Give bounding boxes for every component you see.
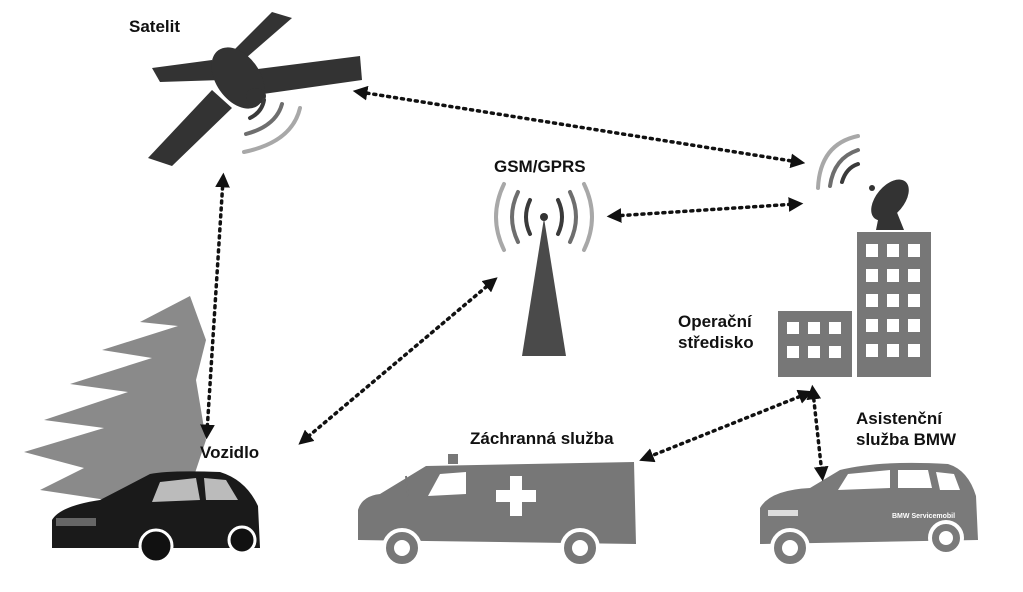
dish-signal-icon	[816, 134, 860, 190]
dish-antenna-icon	[869, 179, 909, 230]
connections	[200, 85, 829, 482]
label-gsm: GSM/GPRS	[494, 157, 586, 176]
building-window	[887, 244, 899, 257]
building-window	[787, 322, 799, 334]
building-window	[829, 322, 841, 334]
arrow-gsm-vehicle	[298, 277, 498, 445]
satellite-signal-icon	[242, 98, 302, 154]
label-assist-line2: služba BMW	[856, 430, 957, 449]
arrow-operations-ambulance	[639, 389, 813, 463]
building-window	[866, 319, 878, 332]
label-assist: Asistenční služba BMW	[856, 408, 956, 450]
label-operations-line1: Operační	[678, 312, 752, 331]
label-ambulance: Záchranná služba	[470, 429, 614, 448]
arrow-satellite-operations	[352, 85, 806, 169]
label-satellite: Satelit	[129, 17, 181, 36]
arrow-satellite-vehicle	[200, 172, 230, 440]
building-window	[887, 319, 899, 332]
building-window	[908, 344, 920, 357]
label-vehicle: Vozidlo	[200, 443, 260, 462]
arrow-gsm-operations	[606, 197, 804, 223]
label-operations-line2: středisko	[678, 333, 754, 352]
building-window	[887, 269, 899, 282]
building-window	[829, 346, 841, 358]
antenna-tower-icon	[522, 213, 566, 356]
label-servicemobil: BMW Servicemobil	[892, 513, 956, 520]
arrow-operations-assist	[806, 384, 829, 482]
gsm-signal-left-icon	[494, 182, 532, 252]
suv-icon	[760, 462, 978, 568]
building-window	[908, 269, 920, 282]
building-window	[866, 244, 878, 257]
building-window	[908, 294, 920, 307]
building-window	[808, 322, 820, 334]
building-window	[887, 344, 899, 357]
label-operations: Operační středisko	[678, 311, 754, 353]
car-icon	[52, 471, 260, 564]
building-window	[787, 346, 799, 358]
label-assist-line1: Asistenční	[856, 409, 942, 428]
ambulance-icon	[358, 454, 636, 568]
building-window	[808, 346, 820, 358]
building-window	[866, 269, 878, 282]
building-window	[866, 344, 878, 357]
building-icon	[778, 232, 931, 377]
building-window	[866, 294, 878, 307]
building-window	[887, 294, 899, 307]
building-window	[908, 319, 920, 332]
gsm-signal-right-icon	[556, 182, 594, 252]
building-window	[908, 244, 920, 257]
satellite-icon	[148, 12, 362, 166]
